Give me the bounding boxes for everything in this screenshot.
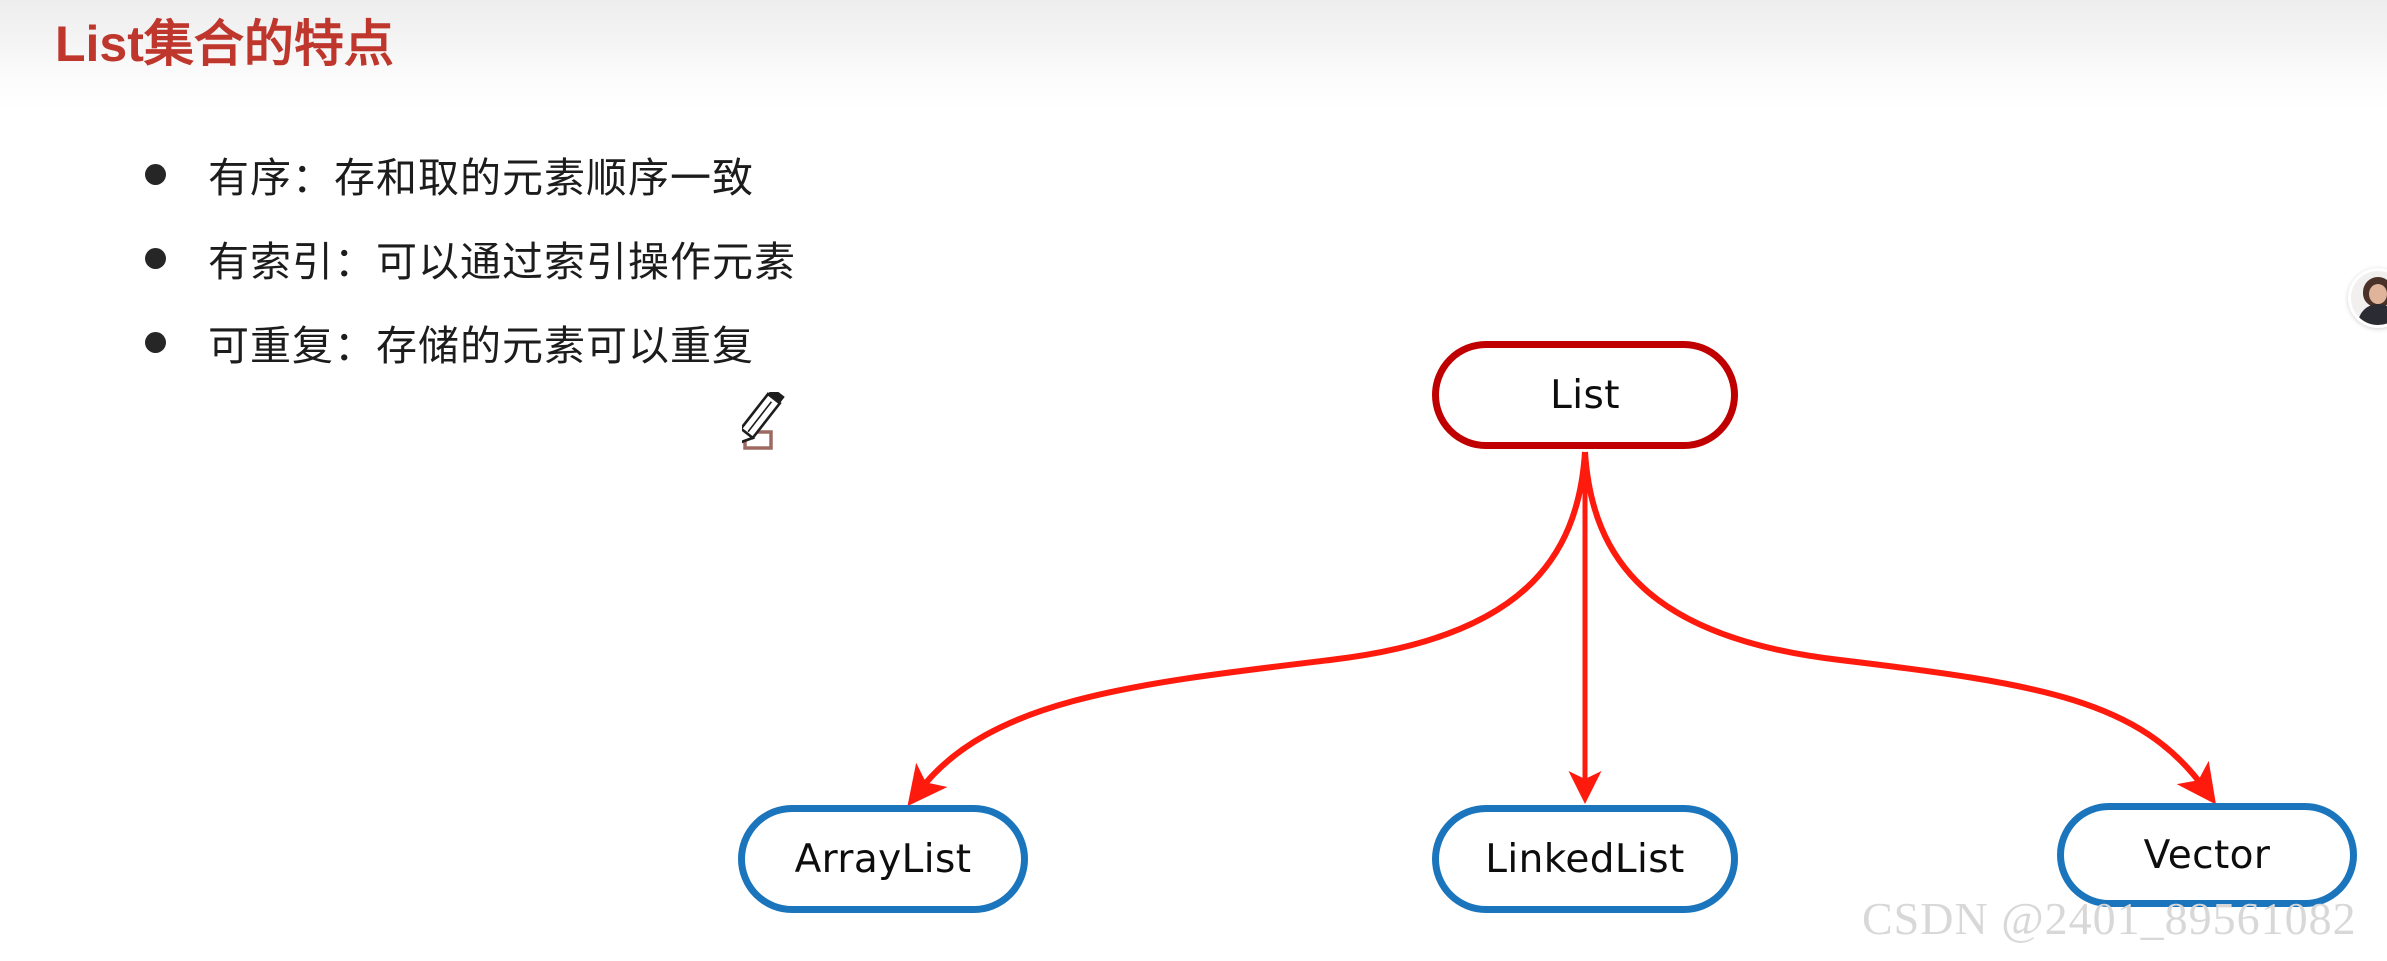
connector-list-to-arraylist (907, 451, 1588, 807)
list-item: 有索引：可以通过索引操作元素 (145, 216, 1245, 300)
diagram-node-label: LinkedList (1485, 836, 1685, 882)
bullet-list: 有序：存和取的元素顺序一致 有索引：可以通过索引操作元素 可重复：存储的元素可以… (145, 132, 1245, 384)
avatar-face (2369, 284, 2387, 304)
list-item: 有序：存和取的元素顺序一致 (145, 132, 1245, 216)
diagram-node-linkedlist[interactable]: LinkedList (1432, 805, 1738, 913)
page-title: List集合的特点 (55, 16, 394, 72)
bullet-dot-icon (145, 247, 166, 269)
list-item-label: 有序：存和取的元素顺序一致 (208, 154, 754, 202)
diagram-node-label: Vector (2143, 832, 2271, 878)
list-item: 可重复：存储的元素可以重复 (145, 300, 1245, 384)
diagram-node-label: ArrayList (794, 836, 972, 882)
diagram-node-label: List (1550, 372, 1620, 418)
pencil-cursor-icon (742, 392, 785, 450)
list-item-label: 可重复：存储的元素可以重复 (208, 322, 754, 370)
bullet-dot-icon (145, 163, 166, 185)
watermark-text: CSDN @2401_89561082 (1862, 893, 2357, 944)
diagram-node-arraylist[interactable]: ArrayList (738, 805, 1028, 913)
user-avatar[interactable] (2348, 268, 2387, 328)
list-item-label: 有索引：可以通过索引操作元素 (208, 238, 796, 286)
avatar-body (2358, 304, 2387, 325)
diagram-node-vector[interactable]: Vector (2057, 803, 2357, 907)
bullet-dot-icon (145, 331, 166, 353)
diagram-node-list[interactable]: List (1432, 341, 1738, 449)
connector-list-to-vector (1582, 451, 2217, 805)
